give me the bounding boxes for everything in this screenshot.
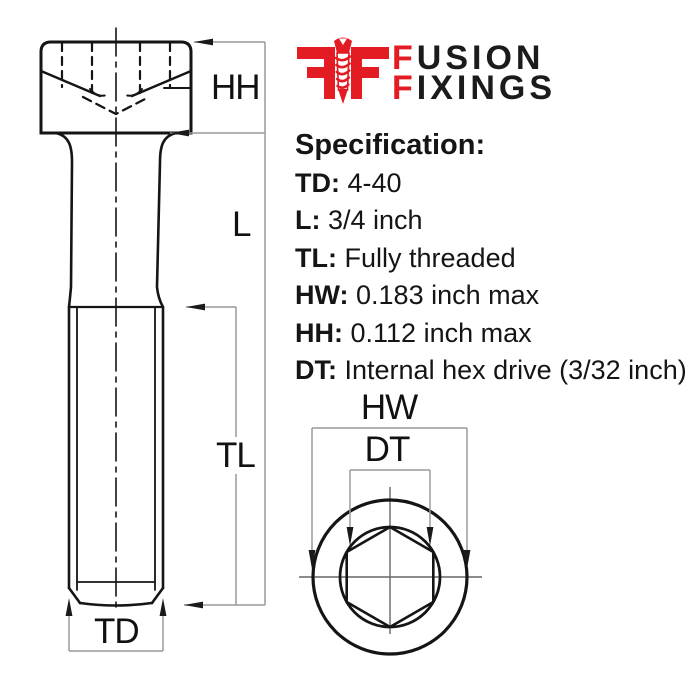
spec-label: TD: bbox=[295, 168, 340, 198]
spec-row-td: TD: 4-40 bbox=[295, 165, 690, 202]
spec-row-tl: TL: Fully threaded bbox=[295, 240, 690, 277]
spec-row-hh: HH: 0.112 inch max bbox=[295, 315, 690, 352]
screw-side-view bbox=[39, 27, 193, 613]
dimension-arrows bbox=[65, 38, 471, 616]
head-outer-circle bbox=[311, 498, 469, 656]
spec-row-l: L: 3/4 inch bbox=[295, 202, 690, 239]
arrow-hw-right bbox=[463, 550, 471, 569]
brand-word-2: FIXINGS bbox=[392, 71, 556, 105]
head-chamfer-line-right bbox=[130, 69, 193, 98]
logo-monogram bbox=[297, 37, 389, 104]
brand-word-1-lead: F bbox=[392, 39, 417, 77]
arrow-length-bottom bbox=[184, 601, 203, 609]
logo-screw-threads bbox=[334, 55, 352, 89]
arrow-hw-left bbox=[308, 550, 316, 569]
brand-word-1: FUSION bbox=[392, 41, 556, 75]
spec-row-dt: DT: Internal hex drive (3/32 inch) bbox=[295, 352, 690, 389]
head-chamfer-line-left bbox=[39, 69, 102, 98]
arrow-td-right bbox=[159, 598, 167, 616]
logo-f-right bbox=[351, 47, 389, 99]
spec-value: 0.183 inch max bbox=[356, 280, 540, 311]
hidden-socket-walls bbox=[60, 41, 172, 96]
shank-profile-right bbox=[155, 131, 178, 309]
arrow-hh-bottom bbox=[170, 129, 189, 137]
spec-label: HH: bbox=[295, 317, 343, 348]
hidden-socket-arc-right bbox=[124, 88, 143, 97]
arrow-dt-right bbox=[426, 527, 434, 546]
spec-value: 4-40 bbox=[347, 168, 402, 198]
spec-label: L: bbox=[295, 205, 321, 236]
spec-label: HW: bbox=[295, 280, 349, 311]
hidden-socket-arc-left bbox=[89, 88, 108, 97]
spec-label: TL: bbox=[295, 242, 337, 273]
spec-row-hw: HW: 0.183 inch max bbox=[295, 277, 690, 314]
brand-word-2-lead: F bbox=[392, 68, 417, 107]
brand-wordmark: FUSION FIXINGS bbox=[392, 41, 556, 105]
dim-label-dt: DT bbox=[365, 430, 410, 469]
hidden-socket-cone bbox=[81, 95, 151, 116]
specification-title: Specification: bbox=[295, 129, 486, 161]
screw-head-outline bbox=[39, 40, 193, 135]
screw-end-view bbox=[299, 487, 482, 656]
logo-f-left bbox=[297, 47, 335, 99]
dim-label-td: TD bbox=[94, 612, 139, 651]
spec-value: Fully threaded bbox=[344, 242, 516, 273]
spec-value: 0.112 inch max bbox=[350, 317, 532, 348]
dim-label-hh: HH bbox=[211, 68, 260, 107]
arrow-hh-top bbox=[194, 38, 213, 46]
dim-label-tl: TL bbox=[216, 436, 255, 475]
spec-value: 3/4 inch bbox=[328, 205, 423, 236]
specification-block: Specification: TD: 4-40 L: 3/4 inch TL: … bbox=[295, 126, 690, 389]
spec-value: Internal hex drive (3/32 inch) bbox=[344, 355, 687, 386]
logo-screw-tip bbox=[338, 89, 348, 104]
spec-label: DT: bbox=[295, 355, 337, 386]
dim-label-l: L bbox=[232, 205, 251, 244]
logo-screw-icon bbox=[334, 37, 352, 104]
hex-socket bbox=[345, 525, 435, 629]
shank-profile-left bbox=[54, 131, 74, 309]
arrow-td-left bbox=[65, 598, 73, 616]
brand-word-2-rest: IXINGS bbox=[416, 68, 557, 107]
logo-screw-head bbox=[334, 37, 352, 53]
fusion-fixings-logo-icon bbox=[297, 37, 389, 104]
arrow-tl-top bbox=[186, 303, 205, 311]
tip-chamfer-left bbox=[67, 586, 82, 605]
logo-screw-notch bbox=[339, 38, 347, 45]
brand-word-1-rest: USION bbox=[416, 39, 545, 77]
dim-label-hw: HW bbox=[361, 388, 418, 427]
tip-chamfer-right bbox=[150, 586, 165, 605]
arrow-dt-left bbox=[346, 527, 354, 546]
